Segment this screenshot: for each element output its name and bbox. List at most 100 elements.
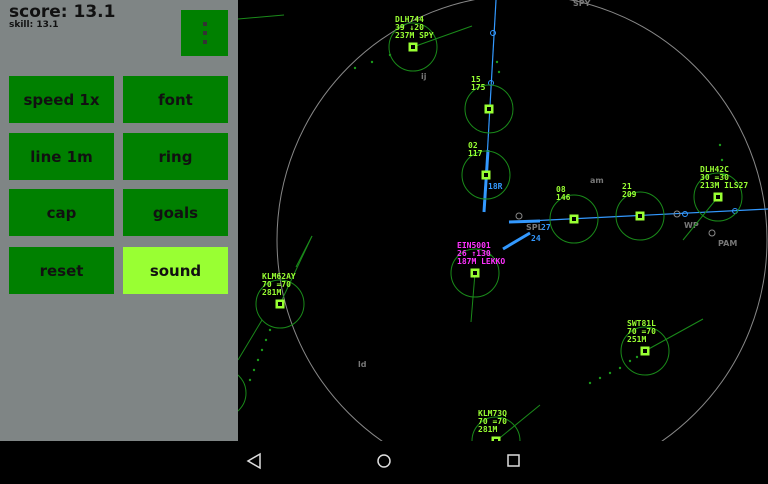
aircraft-label: 251M: [627, 335, 646, 344]
runway-18r: [482, 149, 490, 213]
fix-label: WP: [684, 221, 699, 230]
aircraft-ring: [549, 194, 599, 244]
aircraft-label: 117: [468, 149, 483, 158]
aircraft-ring: [620, 326, 670, 376]
heading-line: [644, 318, 704, 352]
runways: 18R 27 24: [482, 0, 768, 251]
trail-dot: [495, 60, 499, 64]
vor-icon: [708, 229, 716, 237]
trail-dot: [248, 378, 252, 382]
runway-24: [502, 231, 531, 251]
trail-dot: [264, 338, 268, 342]
aircraft-label: 146: [556, 193, 571, 202]
trail-dot: [618, 366, 622, 370]
aircraft-ring: [615, 191, 665, 241]
button-ring[interactable]: ring: [123, 133, 228, 180]
aircraft-label: 08: [556, 185, 566, 194]
trail-dot: [588, 381, 592, 385]
trail-dot: [370, 60, 374, 64]
aircraft-label: 30 =30: [700, 173, 729, 182]
button-sound[interactable]: sound: [123, 247, 228, 294]
aircraft-label: 213M ILS27: [700, 181, 748, 190]
menu-button[interactable]: [181, 10, 228, 56]
navigation-bar: [0, 441, 768, 480]
aircraft-label: 70 =70: [627, 327, 656, 336]
runway-label: 24: [531, 234, 541, 243]
trail-dot: [260, 348, 264, 352]
fix-label: PAM: [718, 239, 737, 248]
trail-dot: [353, 66, 357, 70]
aircraft-label: KLM62AY: [262, 272, 296, 281]
aircraft-label: 26 ↑130: [457, 249, 491, 258]
aircraft-label: 237M SPY: [395, 31, 434, 40]
heading-line: [279, 235, 313, 305]
aircraft-icon-center: [278, 302, 282, 306]
aircraft-label: SWT81L: [627, 319, 656, 328]
button-goals[interactable]: goals: [123, 189, 228, 236]
aircraft-label: KLM73Q: [478, 409, 507, 418]
aircraft-label: 209: [622, 190, 637, 199]
button-font[interactable]: font: [123, 76, 228, 123]
aircraft-icon-center: [487, 107, 491, 111]
vor-icon: [673, 210, 681, 218]
route-line: [237, 14, 285, 20]
trail-dot: [608, 371, 612, 375]
aircraft-icon-center: [572, 217, 576, 221]
trail-dot: [718, 143, 722, 147]
aircraft-ring: [471, 416, 521, 441]
aircraft-label: EIN5001: [457, 241, 491, 250]
aircraft-icon-center: [638, 214, 642, 218]
button-reset[interactable]: reset: [9, 247, 114, 294]
aircraft-label: DLH42C: [700, 165, 729, 174]
aircraft-label: 187M LEKKO: [457, 257, 505, 266]
route-line: [237, 319, 263, 361]
aircraft-ring: [693, 172, 743, 222]
fix-label: SPL: [526, 223, 543, 232]
fix-label: am: [590, 176, 604, 185]
recents-icon[interactable]: [507, 454, 520, 467]
trail-dot: [268, 328, 272, 332]
trail-dot: [720, 158, 724, 162]
fix-label: SPY: [573, 0, 591, 8]
button-line-1m[interactable]: line 1m: [9, 133, 114, 180]
fixes: SPY ij am WP PAM ld SPL: [358, 0, 737, 369]
aircraft-ring: [388, 22, 438, 72]
aircraft-ring: [464, 84, 514, 134]
aircraft-icon-center: [411, 45, 415, 49]
aircraft-icon: [491, 436, 501, 441]
heading-line: [470, 272, 476, 323]
button-cap[interactable]: cap: [9, 189, 114, 236]
fix-label: ij: [421, 72, 427, 81]
aircraft-label: 281M: [478, 425, 497, 434]
heading-line: [412, 25, 473, 48]
aircraft-label: 281M: [262, 288, 281, 297]
aircraft-label: 70 =70: [262, 280, 291, 289]
vor-icon: [515, 212, 523, 220]
button-speed-1x[interactable]: speed 1x: [9, 76, 114, 123]
aircraft-label: 175: [471, 83, 486, 92]
aircraft-icon-center: [473, 271, 477, 275]
heading-line: [682, 196, 719, 241]
fix-label: ld: [358, 360, 367, 369]
home-icon[interactable]: [377, 454, 391, 468]
aircraft-ring: [255, 279, 305, 329]
heading-line: [495, 404, 541, 441]
trail-dot: [256, 358, 260, 362]
aircraft-label: 21: [622, 182, 632, 191]
skill-label: skill: 13.1: [9, 20, 59, 30]
trail-dot: [722, 173, 726, 177]
trail-dot: [628, 359, 632, 363]
back-icon[interactable]: [246, 452, 261, 470]
trail-dot: [635, 355, 639, 359]
aircraft-label: 39 ↓20: [395, 23, 424, 32]
